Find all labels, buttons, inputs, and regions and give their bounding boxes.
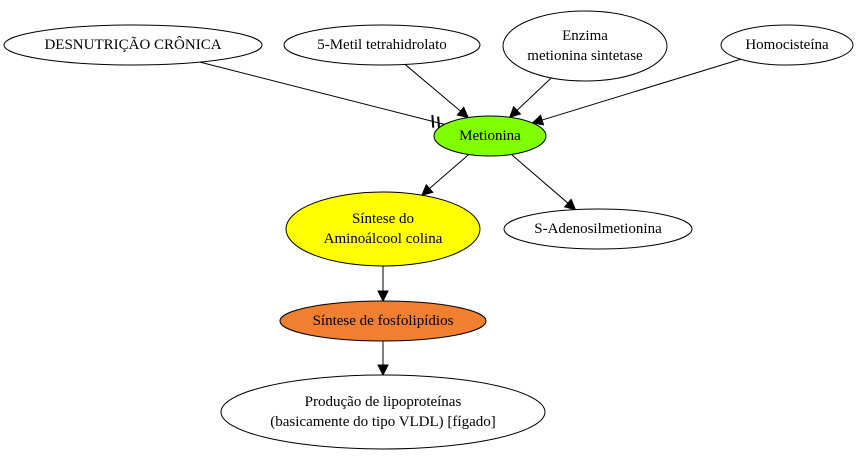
arrowhead [508,105,522,119]
node-label: Metionina [459,128,521,144]
edge-colina-fosfolipidios [377,266,389,303]
node-label: 5-Metil tetrahidrolato [317,37,447,53]
arrowhead [377,290,389,303]
node-label: Produção de lipoproteínas [305,394,462,410]
edge-metionina-colina [421,154,470,196]
node-shape [720,24,854,66]
node-label: DESNUTRIÇÃO CRÔNICA [44,36,221,53]
node-lipoproteinas: Produção de lipoproteínas (basicamente do… [220,374,546,450]
edge-metionina-sadenosil [511,154,577,211]
edge-metil-metionina [404,64,470,119]
node-label: S-Adenosilmetionina [534,221,662,237]
node-shape [279,300,487,342]
arrowhead [421,183,434,196]
edge-line [199,61,445,125]
arrowhead [563,198,577,211]
arrowhead [531,114,545,126]
arrowhead [377,364,389,377]
node-shape [283,24,481,66]
node-shape [220,374,546,450]
node-homocisteina: Homocisteína [720,24,854,66]
edge-line [511,154,569,204]
node-fosfolipidios: Síntese de fosfolipídios [279,300,487,342]
node-label: Homocisteína [745,37,829,53]
node-sadenosil: S-Adenosilmetionina [503,208,693,250]
edge-fosfolipidios-lipoproteinas [377,341,389,377]
edge-line [541,58,741,121]
node-label: Síntese de fosfolipídios [313,313,454,329]
node-shape [3,24,263,66]
edge-line [516,77,552,111]
node-desnutricao: DESNUTRIÇÃO CRÔNICA [3,24,263,66]
edge-line [404,64,461,112]
node-label: Enzima [562,28,608,44]
node-label: metionina sintetase [527,48,643,64]
node-colina: Síntese do Aminoálcool colina [285,191,481,267]
edge-desnutricao-metionina [199,61,445,130]
edges-layer [199,58,741,377]
node-shape [433,115,547,157]
node-enzima: Enzima metionina sintetase [502,10,668,82]
inhibition-mark-2 [431,115,435,128]
arrowhead [456,106,470,119]
edge-enzima-metionina [508,77,552,119]
nodes-layer: DESNUTRIÇÃO CRÔNICA 5-Metil tetrahidrolat… [3,10,854,450]
node-shape [502,10,668,82]
node-shape [503,208,693,250]
edge-line [429,154,470,189]
node-metil: 5-Metil tetrahidrolato [283,24,481,66]
node-label: Síntese do [352,211,414,227]
edge-homocisteina-metionina [531,58,741,126]
node-shape [285,191,481,267]
node-metionina: Metionina [433,115,547,157]
node-label: (basicamente do tipo VLDL) [fígado] [270,414,495,430]
node-label: Aminoálcool colina [324,231,443,247]
